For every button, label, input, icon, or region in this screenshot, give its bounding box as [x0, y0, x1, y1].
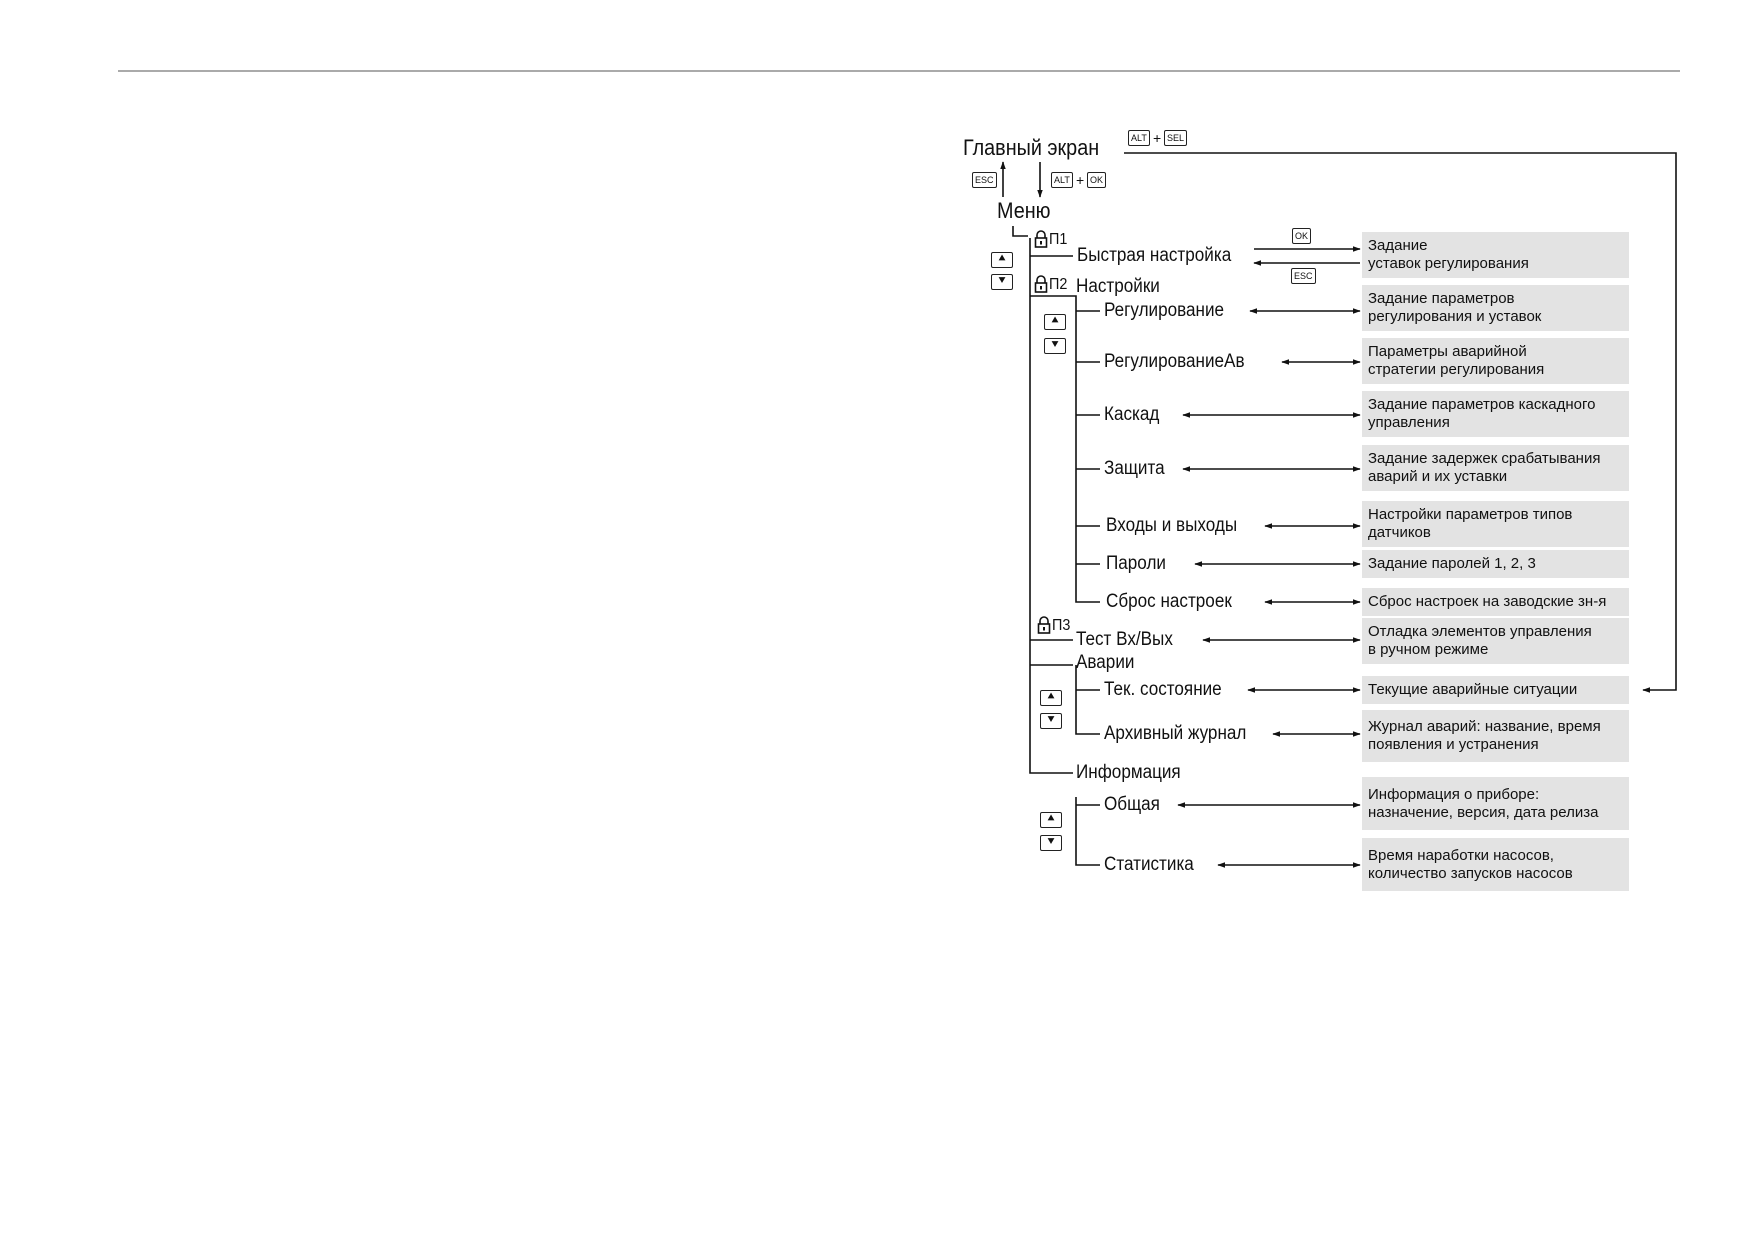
description-general: Информация о приборе: назначение, версия… — [1362, 777, 1629, 830]
menu-item-regulation: Регулирование — [1104, 300, 1225, 321]
alt-sel-loop-line — [1124, 152, 1677, 693]
description-test-io: Отладка элементов управления в ручном ре… — [1362, 618, 1629, 664]
alt-key: ALT — [1051, 172, 1073, 188]
menu-bracket — [1012, 226, 1028, 237]
description-passwords: Задание паролей 1, 2, 3 — [1362, 550, 1629, 578]
double-chevron-up-icon: ⯅ — [1040, 690, 1062, 706]
sel-key: SEL — [1164, 130, 1188, 146]
settings-trunk-line — [1030, 295, 1100, 603]
menu-label: Меню — [997, 198, 1051, 223]
access-level-p3: П3 — [1052, 617, 1071, 634]
menu-item-current-state: Тек. состояние — [1104, 679, 1222, 700]
main-trunk-line — [1029, 238, 1073, 774]
double-chevron-up-icon: ⯅ — [1044, 314, 1066, 330]
menu-item-quick-setup: Быстрая настройка — [1077, 245, 1232, 266]
menu-item-test-io: Тест Вх/Вых — [1076, 629, 1173, 650]
access-level-p1: П1 — [1049, 231, 1068, 248]
description-cascade: Задание параметров каскадного управления — [1362, 391, 1629, 437]
menu-item-alarms: Аварии — [1076, 652, 1135, 673]
double-chevron-down-icon: ⯆ — [1040, 835, 1062, 851]
menu-item-information: Информация — [1076, 762, 1181, 783]
double-chevron-up-icon: ⯅ — [991, 252, 1013, 268]
description-regulation: Задание параметров регулирования и устав… — [1362, 285, 1629, 331]
ok-key: OK — [1087, 172, 1107, 188]
menu-item-archive-log: Архивный журнал — [1104, 723, 1247, 744]
double-chevron-up-icon: ⯅ — [1040, 812, 1062, 828]
description-protection: Задание задержек срабатывания аварий и и… — [1362, 445, 1629, 491]
description-current-state: Текущие аварийные ситуации — [1362, 676, 1629, 704]
menu-item-cascade: Каскад — [1104, 404, 1160, 425]
double-chevron-down-icon: ⯆ — [1044, 338, 1066, 354]
access-level-p2: П2 — [1049, 276, 1068, 293]
description-regulation-av: Параметры аварийной стратегии регулирова… — [1362, 338, 1629, 384]
alarms-trunk-line — [1075, 665, 1100, 735]
menu-item-protection: Защита — [1104, 458, 1165, 479]
menu-item-general: Общая — [1104, 794, 1160, 815]
menu-item-settings: Настройки — [1076, 276, 1160, 297]
double-chevron-down-icon: ⯆ — [991, 274, 1013, 290]
description-quick-setup: Задание уставок регулирования — [1362, 232, 1629, 278]
description-io: Настройки параметров типов датчиков — [1362, 501, 1629, 547]
menu-item-regulation-av: РегулированиеАв — [1104, 351, 1245, 372]
lock-icon — [1034, 230, 1048, 248]
description-statistics: Время наработки насосов, количество запу… — [1362, 838, 1629, 891]
plus-sign: + — [1153, 130, 1162, 146]
info-trunk-line — [1075, 797, 1100, 866]
esc-key: ESC — [1291, 268, 1316, 284]
lock-icon — [1037, 616, 1051, 634]
menu-item-statistics: Статистика — [1104, 854, 1194, 875]
esc-key: ESC — [972, 172, 997, 188]
description-reset: Сброс настроек на заводские зн-я — [1362, 588, 1629, 616]
lock-icon — [1034, 275, 1048, 293]
plus-sign: + — [1076, 172, 1085, 188]
menu-item-reset: Сброс настроек — [1106, 591, 1232, 612]
double-chevron-down-icon: ⯆ — [1040, 713, 1062, 729]
menu-item-io: Входы и выходы — [1106, 515, 1238, 536]
menu-item-passwords: Пароли — [1106, 553, 1166, 574]
ok-key: OK — [1292, 228, 1312, 244]
description-archive-log: Журнал аварий: название, время появления… — [1362, 710, 1629, 762]
main-screen-title: Главный экран — [963, 135, 1100, 160]
alt-key: ALT — [1128, 130, 1150, 146]
